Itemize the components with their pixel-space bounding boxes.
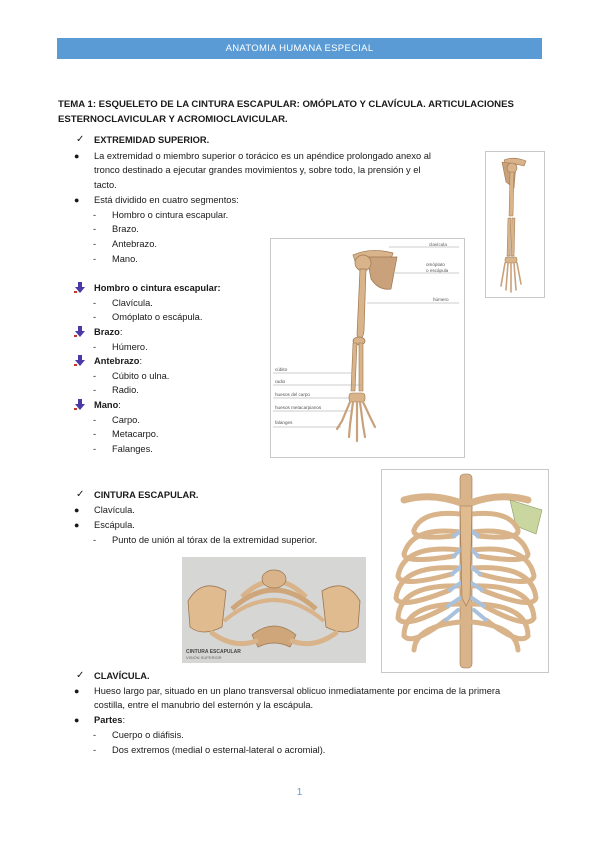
dash-icon: - xyxy=(93,210,97,220)
list-item: Clavícula. xyxy=(112,298,153,308)
paragraph-line: costilla, entre el manubrio del esternón… xyxy=(94,700,314,710)
list-item: Cuerpo o diáfisis. xyxy=(112,730,184,740)
label-humero: húmero xyxy=(433,297,449,302)
down-arrow-icon xyxy=(74,399,86,410)
parts-heading: Partes: xyxy=(94,715,126,725)
group-title: Brazo: xyxy=(94,327,123,337)
label-cubito: cúbito xyxy=(275,367,288,372)
label-escapula: o escápula xyxy=(426,268,449,273)
list-item: Falanges. xyxy=(112,444,153,454)
dash-icon: - xyxy=(93,342,97,352)
section-heading: CINTURA ESCAPULAR. xyxy=(94,490,199,500)
check-icon: ✓ xyxy=(76,489,85,500)
list-item: Escápula. xyxy=(94,520,135,530)
list-item: Metacarpo. xyxy=(112,429,159,439)
label-clavicula: clavícula xyxy=(429,242,447,247)
paragraph-line: Hueso largo par, situado en un plano tra… xyxy=(94,686,501,696)
header-title: ANATOMIA HUMANA ESPECIAL xyxy=(225,43,374,54)
list-item: Punto de unión al tórax de la extremidad… xyxy=(112,535,318,545)
paragraph-line: tacto. xyxy=(94,180,117,190)
page-number: 1 xyxy=(296,787,303,798)
label-radio: radio xyxy=(275,379,286,384)
label-omoplato: omóplato xyxy=(426,262,445,267)
dash-icon: - xyxy=(93,429,97,439)
dash-icon: - xyxy=(93,298,97,308)
paragraph-line: tronco destinado a ejecutar grandes movi… xyxy=(94,165,421,175)
dash-icon: - xyxy=(93,415,97,425)
list-item: Brazo. xyxy=(112,224,139,234)
dash-icon: - xyxy=(93,312,97,322)
down-arrow-icon xyxy=(74,326,86,337)
dash-icon: - xyxy=(93,224,97,234)
list-item: Carpo. xyxy=(112,415,140,425)
bullet-icon: ● xyxy=(74,686,80,696)
group-title: Antebrazo: xyxy=(94,356,143,366)
list-item: Antebrazo. xyxy=(112,239,157,249)
dash-icon: - xyxy=(93,535,97,545)
dash-icon: - xyxy=(93,371,97,381)
paragraph-line: Está dividido en cuatro segmentos: xyxy=(94,195,239,205)
figure-caption: CINTURA ESCAPULAR xyxy=(186,649,241,655)
bullet-icon: ● xyxy=(74,505,80,515)
label-falanges: falanges xyxy=(275,420,293,425)
group-title: Mano: xyxy=(94,400,121,410)
down-arrow-icon xyxy=(74,355,86,366)
dash-icon: - xyxy=(93,239,97,249)
bullet-icon: ● xyxy=(74,195,80,205)
check-icon: ✓ xyxy=(76,670,85,681)
dash-icon: - xyxy=(93,730,97,740)
section-heading: CLAVÍCULA. xyxy=(94,671,150,681)
list-item: Húmero. xyxy=(112,342,148,352)
list-item: Hombro o cintura escapular. xyxy=(112,210,229,220)
thorax-skeleton-figure xyxy=(381,469,549,673)
figure-caption-sub: VISIÓN SUPERIOR xyxy=(186,655,222,660)
list-item: Radio. xyxy=(112,385,139,395)
label-huesos-carpo: huesos del carpo xyxy=(275,392,310,397)
list-item: Omóplato o escápula. xyxy=(112,312,203,322)
bullet-icon: ● xyxy=(74,715,80,725)
shoulder-girdle-superior-figure: CINTURA ESCAPULAR VISIÓN SUPERIOR xyxy=(182,557,366,663)
list-item: Mano. xyxy=(112,254,138,264)
check-icon: ✓ xyxy=(76,134,85,145)
list-item: Dos extremos (medial o esternal-lateral … xyxy=(112,745,326,755)
section-heading: EXTREMIDAD SUPERIOR. xyxy=(94,135,210,145)
list-item: Clavícula. xyxy=(94,505,135,515)
arm-skeleton-labelled-figure: clavícula omóplato o escápula húmero cúb… xyxy=(270,238,465,458)
arm-skeleton-thumbnail xyxy=(485,151,545,298)
dash-icon: - xyxy=(93,385,97,395)
label-huesos-metacarpianos: huesos metacarpianos xyxy=(275,405,322,410)
bullet-icon: ● xyxy=(74,520,80,530)
document-header: ANATOMIA HUMANA ESPECIAL xyxy=(57,38,542,59)
down-arrow-icon xyxy=(74,282,86,293)
paragraph-line: La extremidad o miembro superior o torác… xyxy=(94,151,431,161)
dash-icon: - xyxy=(93,444,97,454)
bullet-icon: ● xyxy=(74,151,80,161)
group-title: Hombro o cintura escapular: xyxy=(94,283,221,293)
list-item: Cúbito o ulna. xyxy=(112,371,170,381)
dash-icon: - xyxy=(93,254,97,264)
topic-title: TEMA 1: ESQUELETO DE LA CINTURA ESCAPULA… xyxy=(58,99,514,125)
dash-icon: - xyxy=(93,745,97,755)
